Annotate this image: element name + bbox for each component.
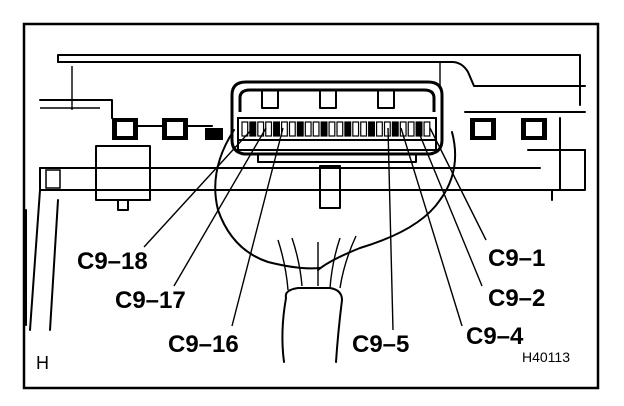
terminal-pin xyxy=(352,121,360,137)
terminal-pin xyxy=(391,121,399,137)
terminal-pin xyxy=(415,121,423,137)
label-c9-4: C9–4 xyxy=(466,323,524,350)
terminal-pin xyxy=(344,121,352,137)
label-c9-16: C9–16 xyxy=(168,331,239,358)
label-c9-1: C9–1 xyxy=(488,245,545,272)
leader-c9-1 xyxy=(429,127,487,241)
figure-code: H40113 xyxy=(522,349,570,365)
terminal-pin xyxy=(296,121,304,137)
leader-c9-18 xyxy=(143,127,254,248)
terminal-pin xyxy=(360,121,368,137)
terminal-pin xyxy=(280,121,288,137)
label-c9-5: C9–5 xyxy=(352,331,409,358)
terminal-pin xyxy=(423,121,431,137)
leader-lines xyxy=(143,127,487,331)
terminal-pin xyxy=(288,121,296,137)
label-c9-17: C9–17 xyxy=(115,287,186,314)
terminal-pin xyxy=(304,121,312,137)
leader-c9-4 xyxy=(400,127,463,327)
leader-c9-17 xyxy=(173,127,267,287)
leader-c9-16 xyxy=(231,127,284,327)
label-c9-2: C9–2 xyxy=(488,285,545,312)
terminal-pins xyxy=(241,121,431,137)
terminal-pin xyxy=(368,121,375,137)
terminal-pin xyxy=(328,121,336,137)
connector-c9 xyxy=(230,80,444,163)
terminal-pin xyxy=(320,121,328,137)
wire-harness xyxy=(214,129,457,363)
ecu-housing xyxy=(25,54,586,331)
corner-letter: H xyxy=(36,353,49,373)
label-c9-18: C9–18 xyxy=(77,248,148,275)
terminal-pin xyxy=(265,121,273,137)
terminal-pin xyxy=(375,121,383,137)
terminal-pin xyxy=(407,121,415,137)
leader-c9-2 xyxy=(416,127,483,287)
terminal-pin xyxy=(273,121,280,137)
terminal-pin xyxy=(336,121,344,137)
leader-c9-5 xyxy=(387,127,394,331)
terminal-pin xyxy=(312,121,320,137)
